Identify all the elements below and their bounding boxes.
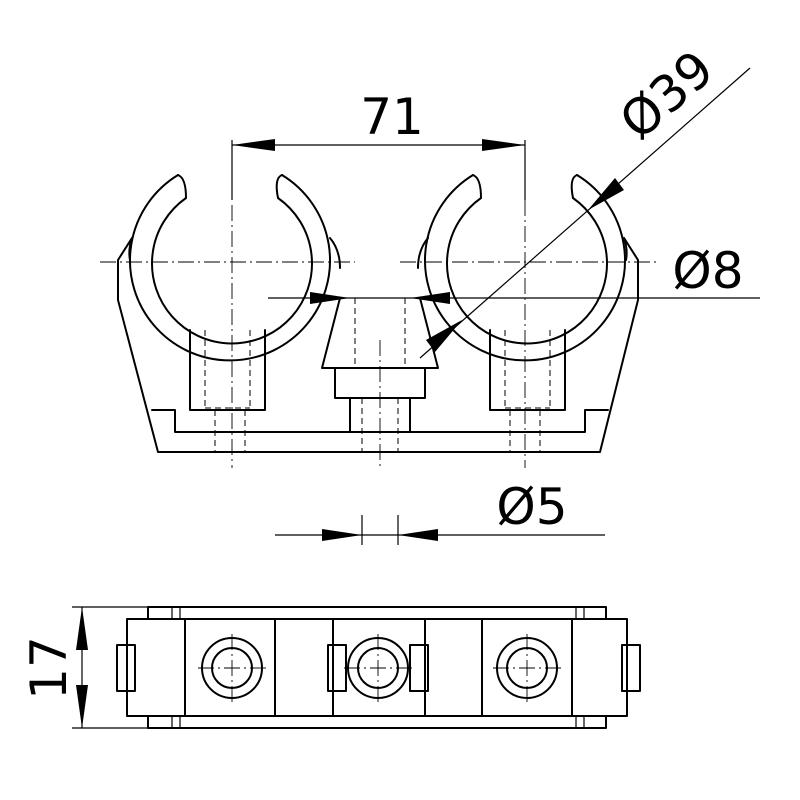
left-clip-outer: [129, 174, 331, 362]
arrow-left: [232, 139, 275, 151]
left-clip: [128, 174, 341, 362]
base-outline: [117, 237, 639, 453]
plan-outer-top-rail: [147, 606, 607, 620]
hole-lower-label: Ø5: [496, 478, 567, 536]
left-clip-shoulder: [128, 237, 341, 269]
dimension-spacing: 71: [231, 88, 526, 200]
plan-hole-center: [344, 634, 412, 702]
arrow-hole-lower-left: [322, 529, 362, 541]
hole-upper-label: Ø8: [672, 242, 743, 300]
spacing-label: 71: [360, 88, 424, 146]
dimension-hole-upper: Ø8: [268, 242, 760, 304]
right-clip: [417, 174, 628, 362]
hidden-holes: [204, 298, 551, 452]
plan-tab-1: [116, 644, 136, 692]
plan-hole-right: [493, 634, 561, 702]
dimension-clip-diameter: Ø39: [419, 40, 751, 359]
front-view: [100, 174, 660, 468]
plan-tab-2: [327, 644, 347, 692]
arrow-hole-upper-left: [310, 292, 350, 304]
arrow-diameter-top: [588, 178, 624, 210]
center-post-foot: [349, 397, 411, 433]
plan-outer-bottom-rail: [147, 715, 607, 729]
center-lines: [100, 200, 660, 468]
plan-hole-left: [198, 634, 266, 702]
arrow-hole-upper-right: [410, 292, 450, 304]
right-clip-shoulder: [417, 237, 628, 269]
right-clip-tip-right: [570, 174, 578, 199]
left-clip-tip-left: [177, 174, 187, 199]
right-pedestal: [489, 329, 566, 411]
arrow-right: [482, 139, 525, 151]
right-clip-tip-left: [472, 174, 482, 199]
plan-view: 17: [20, 606, 641, 729]
left-pedestal: [189, 329, 266, 411]
right-clip-inner: [446, 197, 608, 345]
arrow-height-top: [76, 607, 88, 650]
clip-diameter-label: Ø39: [609, 40, 725, 151]
dimension-height: 17: [20, 606, 148, 729]
arrow-diameter-bottom: [426, 320, 462, 352]
height-label: 17: [20, 636, 78, 700]
plan-body: [126, 618, 628, 717]
arrow-hole-lower-right: [398, 529, 438, 541]
left-clip-tip-right: [275, 174, 283, 199]
plan-tab-4: [621, 644, 641, 692]
arrow-height-bottom: [76, 685, 88, 728]
dimension-hole-lower: Ø5: [275, 478, 605, 545]
